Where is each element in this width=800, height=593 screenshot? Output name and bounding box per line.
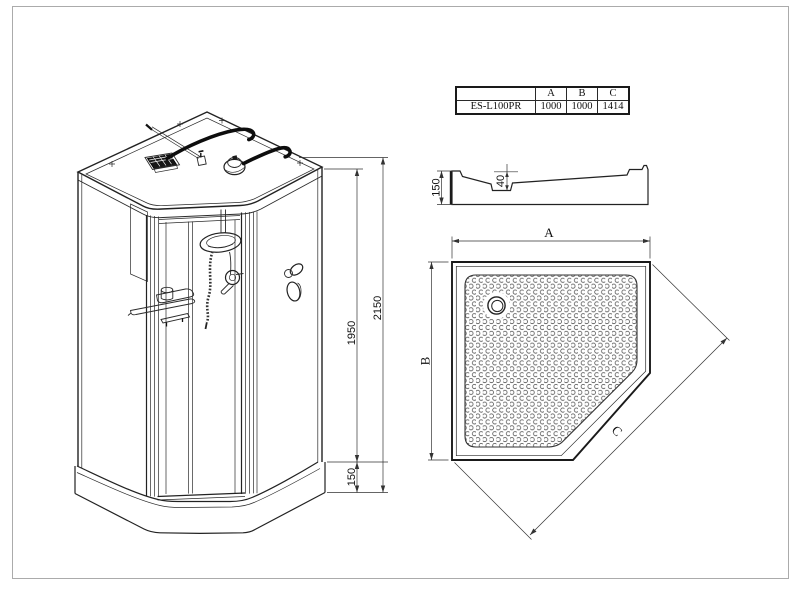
shower-hose-coil [205,251,214,324]
hose-end [204,322,208,330]
roof-hose-left [165,127,256,161]
support-bracket [160,312,191,327]
spec-col-b: B [566,86,598,101]
dim-total-height: 2150 [372,296,384,320]
spec-table-model-row: ES-L100PR 1000 1000 1414 [455,100,630,115]
spec-table: A B C ES-L100PR 1000 1000 1414 [455,86,630,115]
spec-col-a: A [535,86,567,101]
value-b: 1000 [566,100,598,115]
spec-corner-cell [455,86,536,101]
profile-recess-depth-label: 40 [495,175,507,187]
roof-screw-marks [109,117,303,167]
back-mirror [130,203,148,283]
mixer-valves [284,263,304,302]
tray-side-profile: 150 40 [431,164,649,206]
cabin-dimension-lines: 2150 1950 150 [299,157,388,493]
roof-pipe [149,126,201,159]
plan-dimension-lines: A B C [418,225,730,540]
door-bottom-rail [157,492,246,498]
profile-dimension-lines: 150 40 [431,164,518,205]
door-glass-edges [165,220,236,494]
cabin-isometric-view: 2150 1950 150 [74,111,388,535]
hand-shower [220,269,244,295]
cabin-roof-equipment [109,117,303,176]
cabin-base-tray [74,461,326,535]
corner-shelf [155,286,195,304]
model-code: ES-L100PR [455,100,536,115]
spec-col-c: C [597,86,630,101]
cabin-walls [77,167,323,501]
plan-width-label: A [544,225,554,240]
profile-height-label: 150 [431,178,443,196]
plan-depth-label: B [418,356,433,365]
value-c: 1414 [597,100,630,115]
roof-dome-light [223,155,246,176]
value-a: 1000 [535,100,567,115]
tray-outline [451,261,651,461]
towel-bar [127,298,196,316]
roof-hose-right [241,146,292,166]
tray-top-view: A B C [418,225,730,540]
tray-textured-surface [464,274,638,448]
door-top-track [158,215,241,224]
drawing-border-frame [12,6,789,579]
spec-table-header-row: A B C [455,86,630,101]
roof-pipe-end [145,123,153,131]
dim-wall-height: 1950 [346,321,358,345]
dim-tray-height: 150 [346,468,358,486]
drain-hole [483,292,510,319]
roof-valve [196,150,207,167]
overhead-shower-head [199,209,242,253]
cabin-interior [127,203,304,330]
hand-shower-hose [229,251,232,275]
